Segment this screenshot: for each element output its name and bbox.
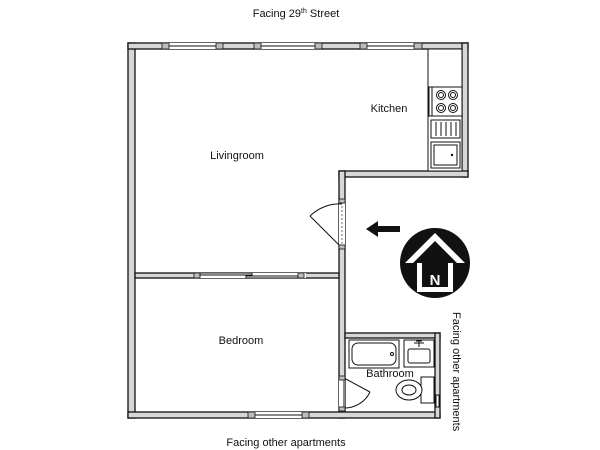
bathroom-door [338, 375, 371, 412]
stove-icon [428, 86, 463, 117]
street-label-superscript: th [301, 8, 307, 15]
window-bottom [247, 411, 310, 419]
closet-sliding-doors [193, 272, 306, 279]
bathroom-sink-icon [403, 339, 435, 368]
wall-bathroom-right [434, 332, 441, 419]
room-label-bedroom: Bedroom [219, 335, 264, 347]
north-compass-icon: N [400, 228, 470, 298]
window-top-2 [253, 42, 323, 50]
street-label-prefix: Facing 29 [253, 8, 301, 20]
bathroom-vent [435, 394, 440, 408]
street-label-suffix: Street [307, 8, 339, 20]
bottom-label: Facing other apartments [226, 437, 346, 449]
wall-step [338, 170, 469, 178]
compass-letter: N [430, 272, 441, 289]
street-label: Facing 29th Street [253, 8, 340, 20]
dish-rack-icon [430, 119, 461, 139]
wall-left [127, 42, 136, 419]
right-label: Facing other apartments [450, 312, 462, 432]
bathtub-icon [348, 339, 400, 369]
room-label-bathroom: Bathroom [366, 368, 414, 380]
room-label-livingroom: Livingroom [210, 150, 264, 162]
entrance-door [309, 198, 346, 250]
kitchen-sink-icon [430, 141, 461, 169]
wall-bathroom-top [344, 332, 441, 339]
toilet-icon [395, 376, 435, 404]
window-top-1 [161, 42, 224, 50]
window-top-3 [359, 42, 423, 50]
room-label-kitchen: Kitchen [371, 103, 408, 115]
entrance-arrow-icon [366, 221, 400, 237]
wall-right-kitchen [461, 42, 469, 178]
